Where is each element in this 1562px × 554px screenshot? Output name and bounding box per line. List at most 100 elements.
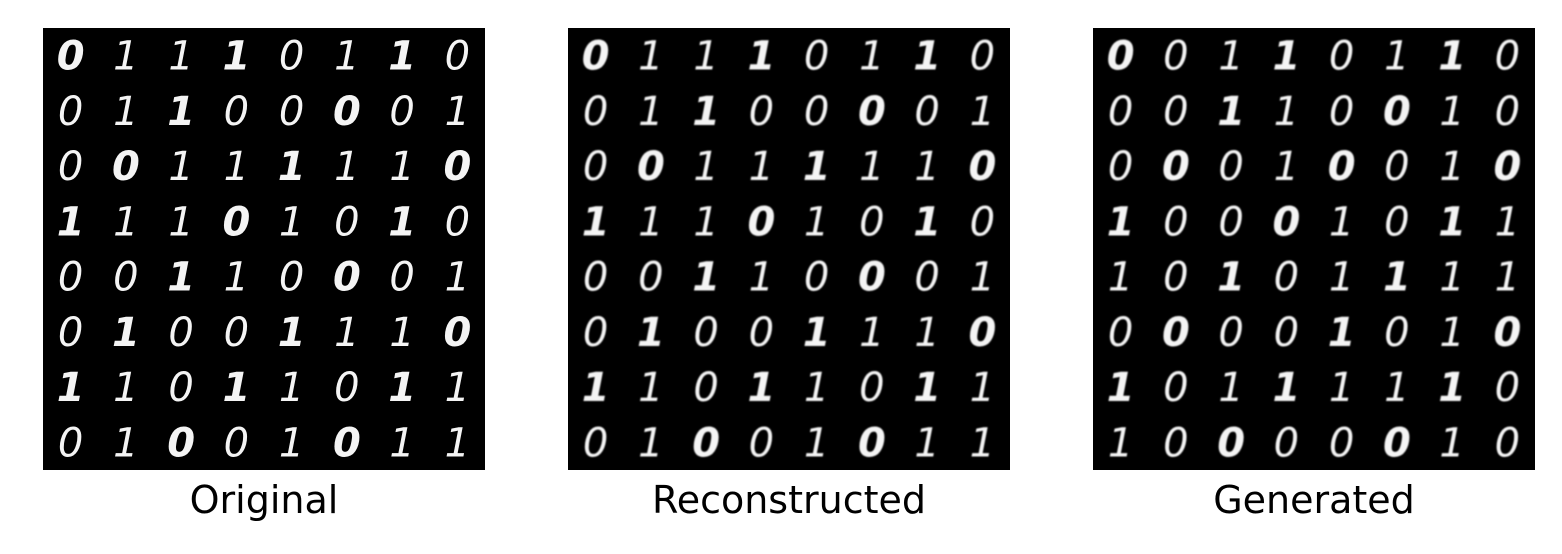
digit-glyph: 1: [278, 144, 306, 190]
digit-glyph: 0: [914, 255, 939, 301]
digit-glyph: 0: [279, 34, 304, 80]
digit-glyph: 1: [693, 199, 718, 245]
digit-glyph: 0: [1274, 420, 1299, 466]
digit-glyph: 0: [859, 365, 884, 411]
digit-glyph: 0: [583, 420, 608, 466]
digit-glyph: 0: [1495, 34, 1520, 80]
digit-glyph: 0: [1163, 255, 1188, 301]
digit-glyph: 0: [637, 144, 665, 190]
digit-glyph: 1: [167, 255, 195, 301]
digit-glyph: 1: [445, 255, 470, 301]
digit-glyph: 0: [1493, 144, 1521, 190]
digit-glyph: 0: [1218, 310, 1243, 356]
digit-glyph: 1: [1438, 199, 1466, 245]
digit-glyph: 0: [445, 34, 470, 80]
digit-glyph: 1: [388, 34, 416, 80]
digit-glyph: 0: [804, 255, 829, 301]
digit-glyph: 1: [113, 199, 138, 245]
digit-glyph: 1: [747, 365, 775, 411]
digit-glyph: 1: [1439, 144, 1464, 190]
digit-glyph: 1: [1438, 34, 1466, 80]
digit-glyph: 0: [583, 144, 608, 190]
digit-glyph: 0: [1272, 199, 1300, 245]
digit-glyph: 1: [1274, 144, 1299, 190]
digit-glyph: 1: [1272, 34, 1300, 80]
digit-glyph: 1: [970, 255, 995, 301]
digit-glyph: 0: [747, 199, 775, 245]
digit-glyph: 1: [914, 420, 939, 466]
digit-glyph: 0: [1217, 420, 1245, 466]
digit-glyph: 0: [968, 144, 996, 190]
digit-glyph: 0: [1274, 310, 1299, 356]
digit-glyph: 1: [222, 365, 250, 411]
digit-glyph: 1: [388, 199, 416, 245]
digit-glyph: 1: [278, 310, 306, 356]
digit-glyph: 0: [1162, 144, 1190, 190]
digit-glyph: 1: [113, 365, 138, 411]
digit-glyph: 1: [113, 420, 138, 466]
digit-glyph: 0: [1163, 199, 1188, 245]
digit-glyph: 1: [1329, 255, 1354, 301]
digit-glyph: 0: [224, 89, 249, 135]
digit-glyph: 0: [1218, 144, 1243, 190]
digit-glyph: 1: [970, 365, 995, 411]
digit-glyph: 0: [693, 365, 718, 411]
digit-glyph: 0: [334, 199, 359, 245]
digit-glyph: 1: [168, 199, 193, 245]
original-grid-background: [43, 28, 485, 470]
digit-glyph: 0: [1495, 89, 1520, 135]
digit-glyph: 0: [1383, 89, 1411, 135]
digit-glyph: 1: [914, 310, 939, 356]
digit-glyph: 0: [168, 365, 193, 411]
digit-glyph: 1: [859, 144, 884, 190]
digit-glyph: 1: [112, 310, 140, 356]
digit-glyph: 1: [803, 310, 831, 356]
digit-glyph: 0: [167, 420, 195, 466]
digit-glyph: 0: [1495, 420, 1520, 466]
digit-glyph: 0: [224, 420, 249, 466]
digit-glyph: 1: [1495, 199, 1520, 245]
digit-glyph: 0: [1108, 144, 1133, 190]
digit-glyph: 1: [445, 89, 470, 135]
digit-glyph: 1: [57, 199, 85, 245]
digit-glyph: 0: [1384, 199, 1409, 245]
original-caption: Original: [189, 478, 339, 522]
digit-glyph: 1: [1439, 310, 1464, 356]
digit-glyph: 1: [913, 199, 941, 245]
digit-glyph: 1: [1108, 255, 1133, 301]
digit-glyph: 1: [1439, 420, 1464, 466]
digit-glyph: 1: [749, 144, 774, 190]
digit-glyph: 0: [858, 420, 886, 466]
digit-glyph: 1: [1108, 420, 1133, 466]
digit-glyph: 1: [389, 310, 414, 356]
digit-glyph: 1: [1272, 365, 1300, 411]
digit-glyph: 0: [970, 34, 995, 80]
digit-glyph: 0: [583, 89, 608, 135]
digit-glyph: 1: [1328, 310, 1356, 356]
digit-glyph: 0: [445, 199, 470, 245]
digit-glyph: 1: [224, 144, 249, 190]
digit-glyph: 1: [913, 34, 941, 80]
digit-glyph: 0: [1162, 310, 1190, 356]
digit-glyph: 1: [1439, 89, 1464, 135]
digit-glyph: 1: [1218, 34, 1243, 80]
digit-glyph: 1: [388, 365, 416, 411]
digit-glyph: 1: [913, 365, 941, 411]
digit-glyph: 0: [1163, 34, 1188, 80]
digit-glyph: 0: [859, 199, 884, 245]
digit-glyph: 0: [389, 255, 414, 301]
digit-glyph: 0: [58, 310, 83, 356]
digit-glyph: 1: [167, 89, 195, 135]
digit-glyph: 1: [168, 34, 193, 80]
digit-glyph: 0: [692, 420, 720, 466]
digit-glyph: 1: [1383, 255, 1411, 301]
digit-glyph: 1: [970, 89, 995, 135]
digit-glyph: 0: [858, 89, 886, 135]
digit-glyph: 1: [692, 89, 720, 135]
digit-glyph: 1: [279, 199, 304, 245]
digit-glyph: 0: [693, 310, 718, 356]
digit-glyph: 0: [222, 199, 250, 245]
digit-glyph: 1: [57, 365, 85, 411]
